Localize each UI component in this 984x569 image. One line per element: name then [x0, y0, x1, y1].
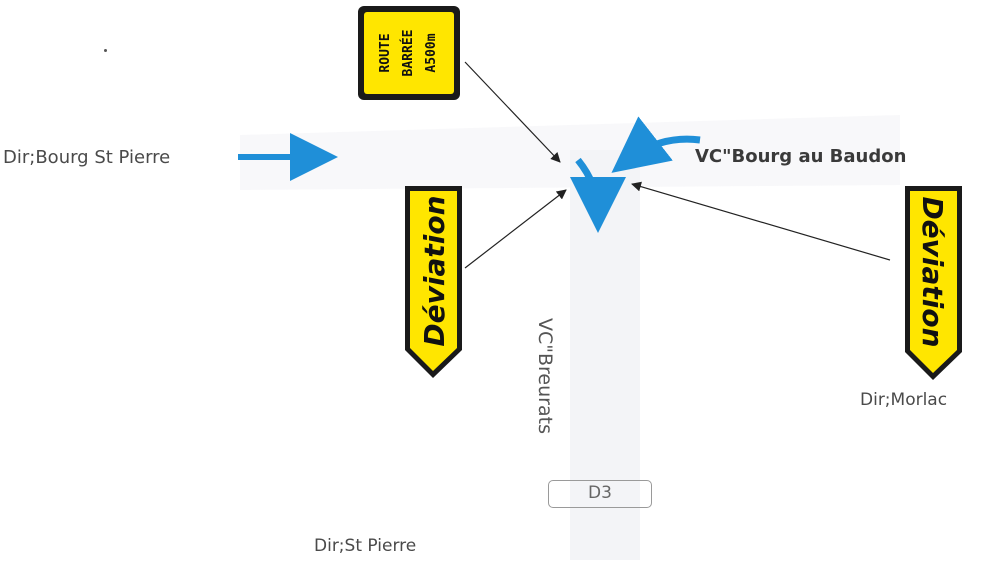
label-vc-breurats: VC"Breurats	[534, 318, 556, 434]
pointer-line-deviation-right	[631, 181, 891, 261]
blue-arrow-breurats	[569, 157, 626, 233]
label-dir-st-pierre: Dir;St Pierre	[314, 536, 417, 556]
label-vc-bourg-au-baudon: VC"Bourg au Baudon	[695, 146, 907, 167]
deviation-sign-right: Déviation	[905, 186, 962, 380]
route-barree-line2: BARRÉE	[400, 30, 416, 77]
blue-arrow-baudon	[611, 116, 701, 173]
label-dir-morlac: Dir;Morlac	[860, 390, 948, 410]
deviation-left-text: Déviation	[418, 195, 451, 346]
route-barree-line1: ROUTE	[378, 33, 393, 72]
deviation-sign-left: Déviation	[405, 186, 462, 378]
deviation-right-text: Déviation	[916, 196, 949, 347]
road-horizontal	[240, 115, 900, 190]
stray-dot	[104, 49, 107, 52]
route-barree-sign: ROUTE BARRÉE A500m	[358, 6, 460, 100]
road-badge-d3: D3	[548, 480, 652, 508]
pointer-line-route-barree	[464, 61, 561, 163]
route-barree-line3: A500m	[424, 33, 439, 72]
pointer-line-deviation-left	[464, 189, 567, 269]
label-dir-bourg-st-pierre: Dir;Bourg St Pierre	[3, 147, 171, 168]
road-vertical	[570, 150, 640, 560]
